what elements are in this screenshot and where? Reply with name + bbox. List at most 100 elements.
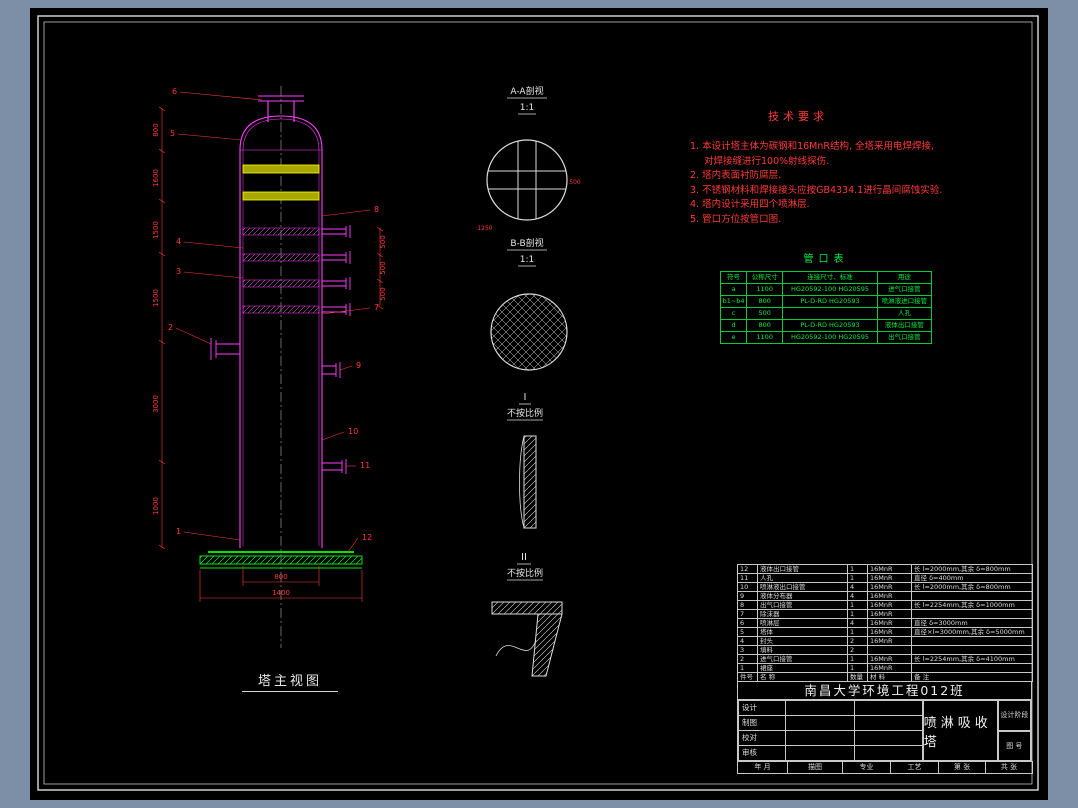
table-cell: 1 xyxy=(847,609,868,619)
section-aa-title: A-A剖视 xyxy=(510,85,543,97)
table-cell: 直径×l=3000mm,其余 δ=5000mm xyxy=(911,627,1033,637)
callout-8: 8 xyxy=(374,205,379,214)
table-cell: 制图 xyxy=(737,715,787,731)
drawing-title: 喷淋吸收塔 xyxy=(922,700,998,761)
table-cell: 16MnR xyxy=(867,600,912,610)
table-cell: 800 xyxy=(746,295,784,308)
table-cell: 描图 xyxy=(787,761,843,774)
table-cell: 长 l=2254mm,其余 δ=4100mm xyxy=(911,654,1033,664)
table-cell: 6 xyxy=(737,618,758,628)
signature-table: 设计制图校对审核 xyxy=(737,700,923,761)
table-cell: 16MnR xyxy=(867,591,912,601)
table-cell: 1 xyxy=(847,573,868,583)
table-cell: 用途 xyxy=(876,271,933,284)
table-cell xyxy=(782,307,878,320)
table-cell: 1 xyxy=(737,663,758,673)
table-cell: 1 xyxy=(847,654,868,664)
callout-9: 9 xyxy=(356,361,361,370)
table-cell: 2 xyxy=(737,654,758,664)
table-cell: d xyxy=(719,319,748,332)
table-cell: 4 xyxy=(847,591,868,601)
table-cell: 7 xyxy=(737,609,758,619)
section-bb-title: B-B剖视 xyxy=(510,237,543,249)
table-cell: 进气口接管 xyxy=(876,283,933,296)
dim-label: 1400 xyxy=(272,589,290,597)
table-cell: 封头 xyxy=(757,636,848,646)
table-cell: 2 xyxy=(847,636,868,646)
table-cell: 长 l=2000mm,其余 δ=800mm xyxy=(911,582,1033,592)
tower-shell xyxy=(239,115,323,548)
table-cell: 工艺 xyxy=(890,761,939,774)
table-cell: c xyxy=(719,307,748,320)
table-cell: HG20592-100 HG20595 xyxy=(782,331,878,344)
callout-1: 1 xyxy=(176,527,181,536)
detail-ii-title: II xyxy=(521,552,527,563)
table-cell: 12 xyxy=(737,564,758,574)
table-row: 件号名 称数量材 料备 注 xyxy=(737,672,1033,682)
tech-line: 4. 塔内设计采用四个喷淋层. xyxy=(690,199,810,210)
table-cell: 液体分布器 xyxy=(757,591,848,601)
table-cell: 8 xyxy=(737,600,758,610)
spray-layer xyxy=(242,250,351,265)
table-cell: 填料 xyxy=(757,645,848,655)
table-cell: 裙座 xyxy=(757,663,848,673)
tech-line: 对焊接缝进行100%射线探伤. xyxy=(704,155,830,167)
skirt-base xyxy=(199,551,363,569)
table-cell: 500 xyxy=(746,307,784,320)
table-cell: HG20592-100 HG20595 xyxy=(782,283,878,296)
dim-label: 800 xyxy=(152,123,160,136)
table-cell: 16MnR xyxy=(867,582,912,592)
table-cell xyxy=(911,591,1033,601)
callout-5: 5 xyxy=(170,129,175,138)
table-cell xyxy=(853,730,923,746)
table-cell: 备 注 xyxy=(911,672,1033,682)
table-cell: b1~b4 xyxy=(719,295,748,308)
table-cell: 16MnR xyxy=(867,618,912,628)
dimension-lines xyxy=(158,106,384,602)
aa-distributor-cross xyxy=(488,141,566,219)
dim-label: 800 xyxy=(274,573,287,581)
callout-2: 2 xyxy=(168,323,173,332)
table-cell: 直径 δ=400mm xyxy=(911,573,1033,583)
table-cell: 第 张 xyxy=(938,761,986,774)
table-cell xyxy=(785,700,855,716)
dim-label: 500 xyxy=(379,261,387,274)
table-cell: 出气口接管 xyxy=(757,600,848,610)
callout-11: 11 xyxy=(360,461,370,470)
aa-dim: 1250 xyxy=(477,225,492,232)
technical-requirements: 技术要求 1. 本设计塔主体为碳钢和16MnR结构, 全塔采用电焊焊接, 对焊接… xyxy=(690,108,1035,227)
table-cell: 出气口接管 xyxy=(876,331,933,344)
tech-line: 5. 管口方位按管口图. xyxy=(690,213,782,225)
table-cell: 塔体 xyxy=(757,627,848,637)
dim-label: 1500 xyxy=(152,221,160,239)
tech-requirements-title: 技术要求 xyxy=(768,110,828,123)
table-cell: 16MnR xyxy=(867,663,912,673)
table-cell: 16MnR xyxy=(867,609,912,619)
table-row: 年 月描图专业工艺第 张共 张 xyxy=(737,761,1033,774)
table-cell xyxy=(785,715,855,731)
table-cell xyxy=(785,745,855,761)
table-cell xyxy=(853,745,923,761)
table-cell: 4 xyxy=(847,618,868,628)
spray-layer xyxy=(242,276,351,291)
table-cell: 人孔 xyxy=(757,573,848,583)
main-view-label: 塔主视图 xyxy=(242,670,338,692)
callout-labels: 6 5 8 4 3 2 7 9 10 11 12 1 xyxy=(168,87,379,542)
table-cell: 800 xyxy=(746,319,784,332)
table-cell: 进气口接管 xyxy=(757,654,848,664)
table-cell xyxy=(911,609,1033,619)
